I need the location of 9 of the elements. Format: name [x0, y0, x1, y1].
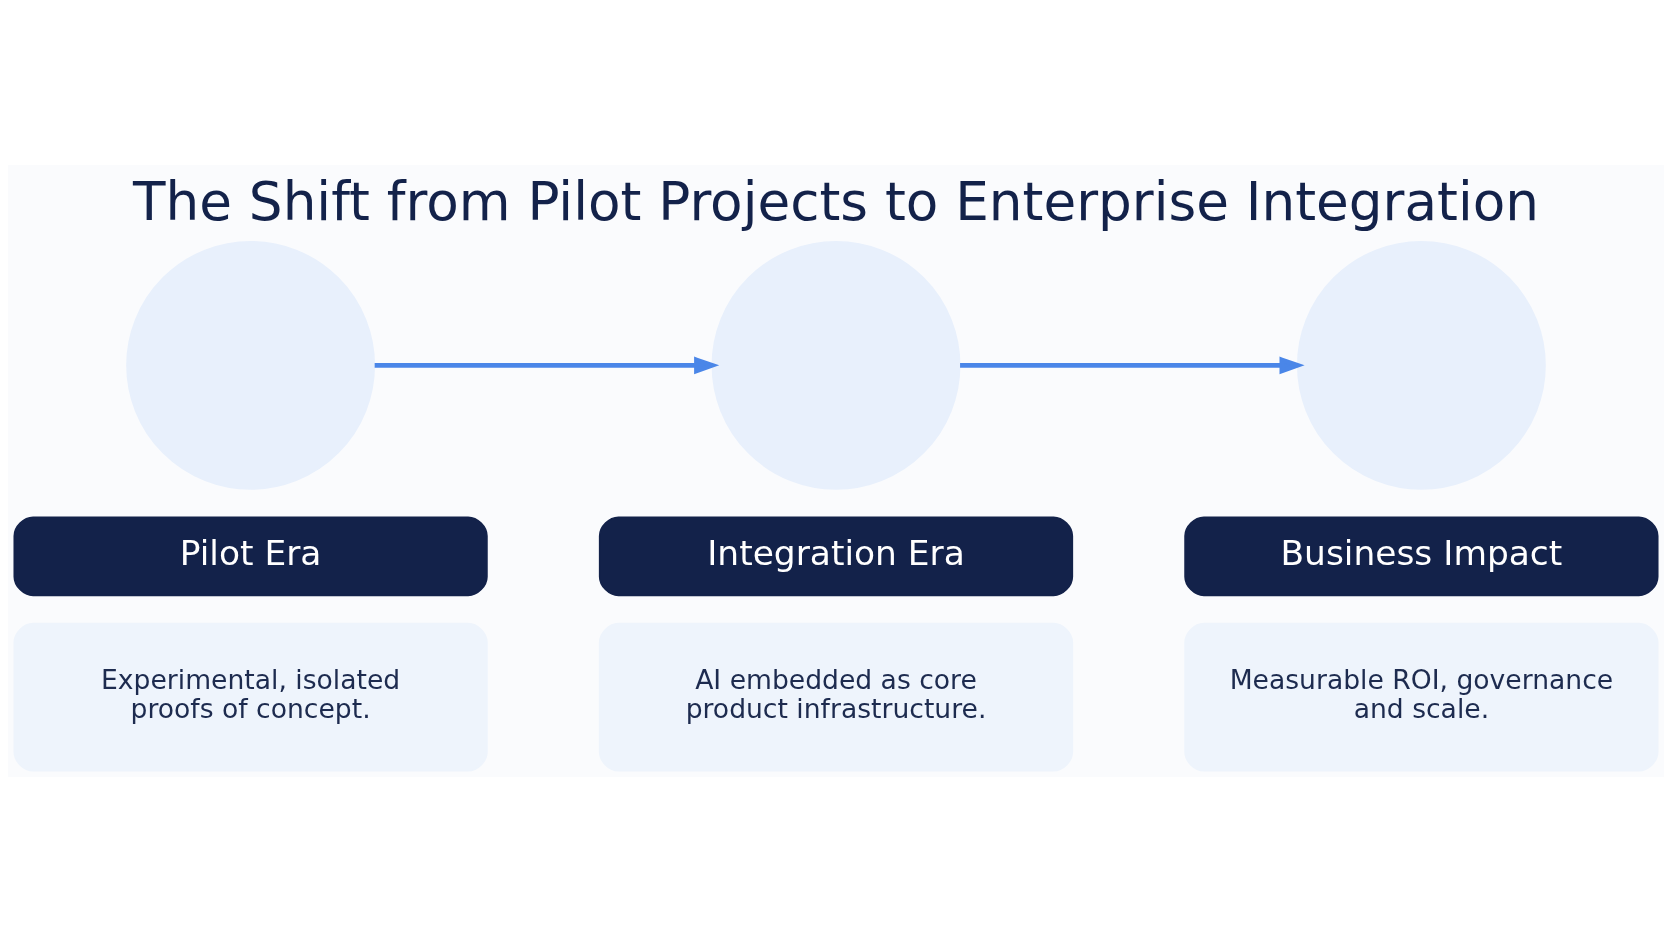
node-box: Business Impact — [1184, 515, 1659, 596]
node-box: Pilot Era — [13, 515, 488, 596]
node-circle — [126, 240, 376, 490]
arrow — [960, 356, 1305, 374]
node-box: Integration Era — [598, 515, 1074, 596]
diagram-title: The Shift from Pilot Projects to Enterprise Integration — [133, 170, 1539, 233]
arrow — [374, 356, 720, 374]
node-circle — [1296, 240, 1546, 490]
node-circle — [711, 240, 961, 490]
